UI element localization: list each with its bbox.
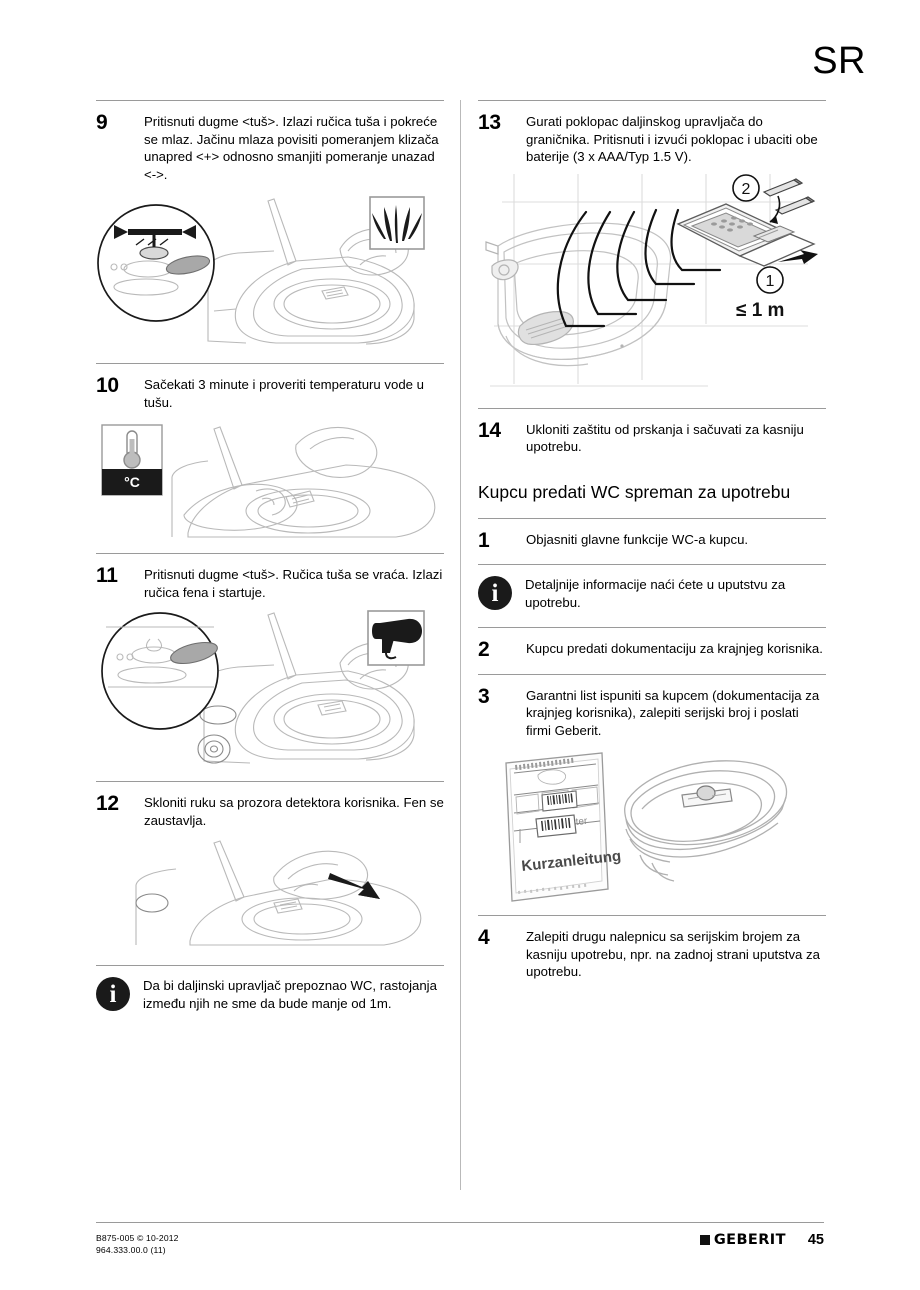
quick-guide-and-wc-lid-sticker-illustration: ter Kurzanleitung bbox=[478, 751, 826, 903]
brand-name: GEBERIT bbox=[713, 1232, 786, 1248]
step-text: Sačekati 3 minute i proveriti temperatur… bbox=[144, 377, 425, 410]
geberit-logo: GEBERIT bbox=[699, 1232, 786, 1248]
wc-control-panel-slider-illustration bbox=[96, 191, 444, 351]
step-text: Gurati poklopac daljinskog upravljača do… bbox=[526, 114, 818, 165]
spray-jet-icon bbox=[369, 196, 425, 250]
step-block-3: 3 Garantni list ispuniti sa kupcem (doku… bbox=[478, 673, 826, 916]
step-head: 10 Sačekati 3 minute i proveriti tempera… bbox=[96, 373, 444, 411]
info-note-text: Detaljnije informacije naći ćete u uputs… bbox=[525, 577, 786, 610]
step-text: Pritisnuti dugme <tuš>. Izlazi ručica tu… bbox=[144, 114, 439, 182]
step-text: Skloniti ruku sa prozora detektora koris… bbox=[144, 795, 444, 828]
step-block-14: 14 Ukloniti zaštitu od prskanja i sačuva… bbox=[478, 407, 826, 456]
hand-leaving-detector-window-illustration bbox=[96, 837, 444, 949]
step-head: 13 Gurati poklopac daljinskog upravljača… bbox=[478, 110, 826, 166]
footer-brand-area: GEBERIT 45 bbox=[699, 1232, 824, 1248]
step-block-13: 13 Gurati poklopac daljinskog upravljača… bbox=[478, 100, 826, 408]
language-code: SR bbox=[812, 40, 866, 82]
step-text: Ukloniti zaštitu od prskanja i sačuvati … bbox=[526, 421, 804, 455]
info-icon: i bbox=[96, 977, 130, 1012]
step-number: 12 bbox=[96, 792, 119, 816]
footer-doc-code: B875-005 © 10-2012 bbox=[96, 1233, 179, 1243]
callout-2-label: 2 bbox=[742, 181, 751, 198]
step-block-1: 1 Objasniti glavne funkcije WC-a kupcu. bbox=[478, 517, 826, 565]
step-number: 11 bbox=[96, 564, 118, 588]
footer-doc-number: 964.333.00.0 (11) bbox=[96, 1245, 166, 1256]
step-block-10: 10 Sačekati 3 minute i proveriti tempera… bbox=[96, 363, 444, 553]
step-head: 11 Pritisnuti dugme <tuš>. Ručica tuša s… bbox=[96, 563, 444, 601]
step-number: 13 bbox=[478, 111, 501, 134]
step-block-11: 11 Pritisnuti dugme <tuš>. Ručica tuša s… bbox=[96, 553, 444, 781]
footer-document-info: B875-005 © 10-2012 964.333.00.0 (11) bbox=[96, 1232, 179, 1257]
svg-text:ter: ter bbox=[575, 816, 588, 828]
step-block-9: 9 Pritisnuti dugme <tuš>. Izlazi ručica … bbox=[96, 100, 444, 363]
step-head: 9 Pritisnuti dugme <tuš>. Izlazi ručica … bbox=[96, 110, 444, 183]
step-head: 3 Garantni list ispuniti sa kupcem (doku… bbox=[478, 684, 826, 740]
step-head: 14 Ukloniti zaštitu od prskanja i sačuva… bbox=[478, 418, 826, 456]
logo-square-icon bbox=[699, 1235, 710, 1245]
step-number: 1 bbox=[478, 528, 490, 552]
wc-dryer-panel-illustration bbox=[96, 609, 444, 769]
step-number: 9 bbox=[96, 111, 108, 134]
distance-label: ≤ 1 m bbox=[736, 300, 784, 321]
page-number: 45 bbox=[807, 1232, 824, 1248]
step-block-4: 4 Zalepiti drugu nalepnicu sa serijskim … bbox=[478, 915, 826, 981]
remote-control-battery-installation-illustration: 2 1 ≤ 1 m bbox=[478, 173, 826, 396]
right-column: 13 Gurati poklopac daljinskog upravljača… bbox=[478, 100, 826, 981]
info-note-text: Da bi daljinski upravljač prepoznao WC, … bbox=[143, 978, 437, 1012]
step-number: 10 bbox=[96, 374, 119, 398]
step-text: Zalepiti drugu nalepnicu sa serijskim br… bbox=[526, 929, 820, 980]
callout-1-label: 1 bbox=[766, 273, 775, 290]
info-note-right: i Detaljnije informacije naći ćete u upu… bbox=[478, 564, 826, 611]
step-text: Kupcu predati dokumentaciju za krajnjeg … bbox=[526, 641, 823, 657]
step-block-12: 12 Skloniti ruku sa prozora detektora ko… bbox=[96, 781, 444, 965]
footer-divider bbox=[96, 1222, 824, 1223]
hair-dryer-icon bbox=[367, 610, 425, 667]
step-text: Garantni list ispuniti sa kupcem (dokume… bbox=[526, 687, 820, 738]
move-away-arrow bbox=[328, 873, 380, 900]
step-head: 1 Objasniti glavne funkcije WC-a kupcu. bbox=[478, 528, 826, 553]
svg-text:°C: °C bbox=[124, 474, 140, 490]
step-head: 12 Skloniti ruku sa prozora detektora ko… bbox=[96, 791, 444, 829]
hand-checking-water-temperature-illustration: °C bbox=[96, 419, 444, 541]
step-number: 3 bbox=[478, 684, 490, 708]
step-number: 4 bbox=[478, 926, 490, 950]
step-number: 2 bbox=[478, 638, 490, 662]
step-block-2: 2 Kupcu predati dokumentaciju za krajnje… bbox=[478, 627, 826, 674]
step-head: 2 Kupcu predati dokumentaciju za krajnje… bbox=[478, 637, 826, 662]
step-number: 14 bbox=[478, 418, 501, 442]
info-icon: i bbox=[478, 576, 512, 611]
thermometer-icon: °C bbox=[101, 424, 163, 496]
info-note-left: i Da bi daljinski upravljač prepoznao WC… bbox=[96, 965, 444, 1012]
step-text: Pritisnuti dugme <tuš>. Ručica tuša se v… bbox=[144, 567, 443, 600]
step-text: Objasniti glavne funkcije WC-a kupcu. bbox=[526, 531, 749, 547]
column-divider bbox=[460, 100, 461, 1190]
left-column: 9 Pritisnuti dugme <tuš>. Izlazi ručica … bbox=[96, 100, 444, 1013]
step-head: 4 Zalepiti drugu nalepnicu sa serijskim … bbox=[478, 925, 826, 981]
section-title: Kupcu predati WC spreman za upotrebu bbox=[478, 481, 791, 502]
